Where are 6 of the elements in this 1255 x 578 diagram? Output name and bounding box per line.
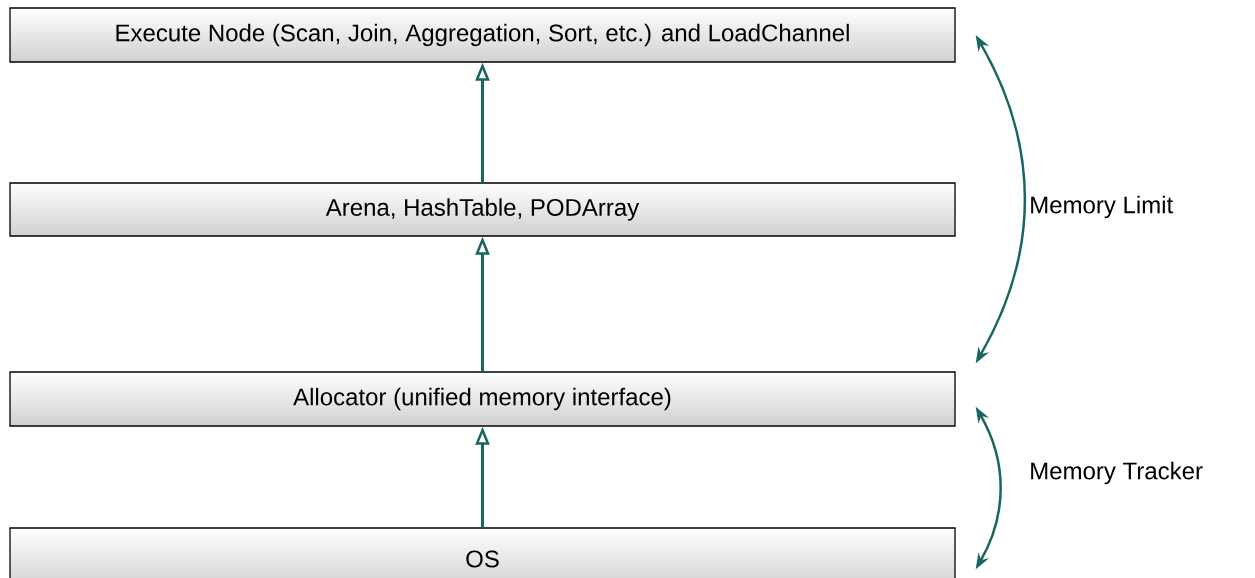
layer-box: OS — [9, 527, 956, 578]
edge-label: Memory Tracker — [1028, 460, 1204, 486]
layer-box: Execute Node (Scan, Join, Aggregation, Sort, etc.) and LoadChannel — [9, 7, 956, 63]
edge-label: Memory Limit — [1028, 194, 1175, 220]
layer-box: Arena, HashTable, PODArray — [9, 182, 956, 237]
layer-box: Allocator (unified memory interface) — [9, 371, 956, 427]
